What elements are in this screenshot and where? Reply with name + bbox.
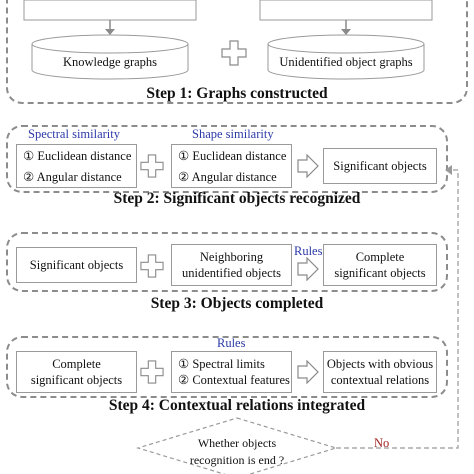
unidentified-object-graphs-database-icon bbox=[259, 0, 433, 80]
complete-line-2: significant objects bbox=[334, 266, 426, 280]
neighboring-line-1: Neighboring bbox=[199, 250, 264, 264]
spectral-item-1: ① Euclidean distance bbox=[23, 148, 132, 163]
plus-icon bbox=[140, 254, 164, 278]
step1-title: Step 1: Graphs constructed bbox=[146, 85, 328, 102]
arrow-right-icon bbox=[297, 257, 319, 281]
rules-item-1: ① Spectral limits bbox=[178, 357, 265, 371]
step1-panel bbox=[6, 0, 468, 104]
significant-objects-text: Significant objects bbox=[333, 159, 427, 173]
contextual-relations-box: Objects with obvious contextual relation… bbox=[323, 351, 437, 393]
plus-icon bbox=[140, 360, 164, 384]
arrow-right-icon bbox=[297, 360, 319, 384]
neighboring-line-2: unidentified objects bbox=[182, 266, 281, 280]
plus-icon bbox=[221, 40, 247, 66]
shape-item-1: ① Euclidean distance bbox=[178, 148, 287, 163]
plus-icon bbox=[140, 154, 164, 178]
shape-similarity-label: Shape similarity bbox=[192, 127, 274, 141]
rules-item-2: ② Contextual features bbox=[178, 373, 290, 387]
decision-line-1: Whether objects bbox=[197, 436, 277, 450]
decision-line-2: recognition is end ? bbox=[189, 453, 285, 467]
shape-item-2: ② Angular distance bbox=[178, 169, 277, 184]
complete-input-line-2: significant objects bbox=[30, 373, 123, 387]
step3-title: Step 3: Objects completed bbox=[150, 295, 324, 312]
significant-objects-box: Significant objects bbox=[323, 148, 437, 184]
unidentified-object-graphs-label: Unidentified object graphs bbox=[279, 55, 413, 69]
shape-similarity-box: ① Euclidean distance ② Angular distance bbox=[171, 144, 292, 188]
contextual-line-1: Objects with obvious bbox=[326, 357, 434, 371]
rules-label: Rules bbox=[294, 244, 323, 258]
rules-box: ① Spectral limits ② Contextual features bbox=[171, 351, 292, 393]
step4-title: Step 4: Contextual relations integrated bbox=[108, 397, 366, 414]
spectral-item-2: ② Angular distance bbox=[23, 169, 122, 184]
step2-panel bbox=[6, 125, 448, 193]
step4-panel bbox=[6, 336, 448, 398]
step3-panel bbox=[6, 232, 448, 292]
knowledge-graphs-label: Knowledge graphs bbox=[62, 55, 158, 69]
significant-objects-input-box: Significant objects bbox=[16, 247, 137, 283]
complete-input-line-1: Complete bbox=[52, 357, 101, 371]
step2-title: Step 2: Significant objects recognized bbox=[113, 190, 361, 207]
complete-line-1: Complete bbox=[355, 250, 405, 264]
contextual-line-2: contextual relations bbox=[330, 373, 430, 387]
significant-objects-input-text: Significant objects bbox=[29, 258, 124, 272]
rules-label: Rules bbox=[217, 336, 246, 350]
no-label: No bbox=[374, 436, 390, 450]
complete-significant-objects-box: Complete significant objects bbox=[323, 244, 437, 286]
knowledge-graphs-database-icon bbox=[23, 0, 197, 80]
spectral-similarity-label: Spectral similarity bbox=[28, 127, 120, 141]
neighboring-objects-box: Neighboring unidentified objects bbox=[171, 244, 292, 286]
spectral-similarity-box: ① Euclidean distance ② Angular distance bbox=[16, 144, 137, 188]
arrow-right-icon bbox=[297, 154, 319, 178]
complete-objects-input-box: Complete significant objects bbox=[16, 351, 137, 393]
